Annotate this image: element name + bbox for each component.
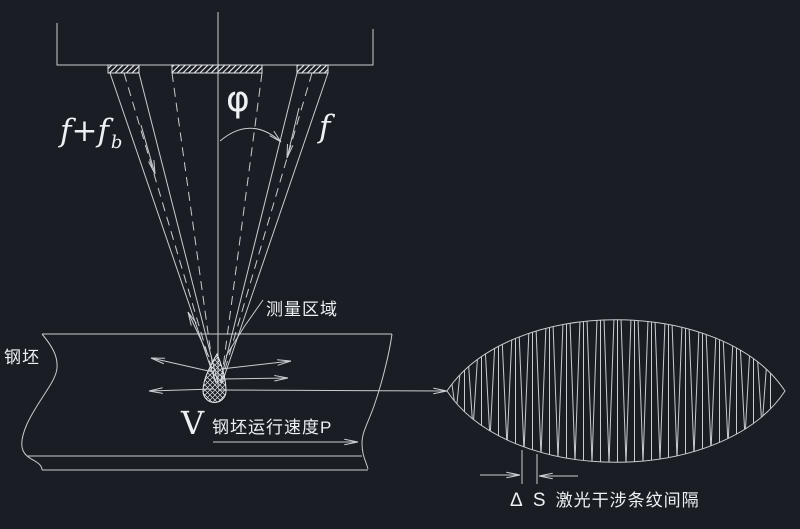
- beam-left-direction-arrow: [140, 124, 156, 175]
- fringe-v-left: [756, 351, 763, 428]
- fringe-v-right: [693, 327, 700, 456]
- dimension-arrow-right-head: [538, 472, 553, 477]
- angle-phi-label: φ: [226, 79, 250, 120]
- fringe-v-right: [727, 338, 734, 446]
- scatter-to-fringe-arrow: [217, 389, 448, 392]
- fringe-v-right: [540, 324, 547, 457]
- scatter-arrow-right-mid: [222, 377, 289, 380]
- scatter-arrow-right-upper: [220, 360, 292, 370]
- fringe-v-right: [591, 319, 598, 463]
- receiving-cone-dashed: [171, 72, 263, 384]
- fringe-v-right: [659, 321, 666, 462]
- billet-speed-arrow-head: [344, 441, 359, 446]
- beam-left-label-main: f+f: [60, 113, 109, 149]
- fringe-v-right: [625, 319, 632, 463]
- measurement-area-leader: [225, 299, 264, 357]
- billet-label: 钢坯: [4, 348, 40, 367]
- fringe-v-left: [535, 326, 542, 457]
- fringe-v-right: [608, 319, 615, 463]
- fringe-spacing-label: Δ S 激光干涉条纹间隔: [510, 491, 700, 510]
- dimension-arrow-right-head: [538, 475, 553, 480]
- scatter-to-fringe-arrow-head: [433, 390, 448, 395]
- velocity-symbol-label: V: [181, 404, 205, 442]
- fringe-v-left: [654, 319, 661, 462]
- fringe-v-right: [557, 321, 564, 460]
- fringe-lines: [450, 319, 771, 463]
- backscatter-arrow: [187, 311, 210, 358]
- billet-speed-label: 钢坯运行速度P: [212, 418, 333, 437]
- scatter-arrow-left-lower: [148, 388, 215, 392]
- fringe-v-right: [710, 332, 717, 452]
- fringe-spacing-dimension: [521, 450, 538, 484]
- fringe-v-left: [552, 323, 559, 460]
- fringe-v-right: [642, 319, 649, 463]
- beam-left-direction-arrow-head: [153, 160, 156, 175]
- angle-arc-head: [273, 130, 282, 143]
- dimension-arrow-left-head: [506, 471, 521, 476]
- scatter-arrow-left-upper: [150, 357, 214, 373]
- fringe-v-left: [501, 337, 508, 447]
- fringe-lens-outline: [446, 319, 786, 463]
- laser-window-left: [107, 64, 140, 74]
- measurement-area-label: 测量区域: [266, 300, 338, 319]
- scatter-arrow-left-upper-head: [150, 357, 164, 365]
- backscatter-arrow-head: [187, 311, 192, 326]
- billet-outline: [21, 333, 393, 471]
- beam-left-label-subscript: b: [110, 132, 123, 153]
- scatter-arrow-right-mid-head: [274, 374, 289, 379]
- measurement-volume: [202, 352, 227, 403]
- arrows-layer: [140, 107, 578, 480]
- fringe-v-left: [586, 319, 593, 463]
- fringe-v-left: [620, 319, 627, 463]
- fringe-v-left: [603, 319, 610, 463]
- dimension-arrow-left-head: [506, 474, 521, 479]
- fringe-v-left: [739, 341, 746, 438]
- laser-window-right: [296, 64, 329, 74]
- backscatter-arrow-head: [187, 311, 197, 324]
- billet-speed-arrow-head: [344, 438, 359, 443]
- fringe-v-left: [518, 331, 525, 453]
- laser-probe-housing: [56, 23, 374, 74]
- fringe-v-right: [744, 346, 751, 438]
- fringe-v-left: [722, 334, 729, 446]
- beam-right-label: f: [319, 109, 331, 145]
- laser-window-center: [171, 64, 263, 74]
- beam-right-direction-arrow: [286, 107, 300, 159]
- fringe-v-left: [705, 329, 712, 452]
- fringe-spacing-text: 激光干涉条纹间隔: [555, 491, 700, 510]
- fringe-v-left: [688, 325, 695, 456]
- fringe-v-right: [676, 323, 683, 460]
- fringe-v-right: [472, 349, 479, 430]
- fringe-v-right: [523, 328, 530, 453]
- beam-left-direction-arrow-head: [148, 161, 156, 175]
- fringe-v-left: [484, 345, 491, 440]
- fringe-v-left: [637, 319, 644, 463]
- scatter-arrow-left-lower-head: [148, 387, 163, 392]
- scatter-arrow-right-upper-head: [277, 360, 292, 366]
- scatter-arrow-left-lower-head: [148, 390, 163, 394]
- fringe-v-right: [761, 358, 768, 428]
- fringe-v-right: [574, 319, 581, 462]
- fringe-v-right: [506, 333, 513, 447]
- scatter-arrow-right-mid-head: [274, 377, 289, 382]
- beam-right-direction-arrow-head: [286, 145, 294, 159]
- fringe-v-left: [467, 356, 474, 430]
- angle-arc-head: [269, 135, 282, 143]
- scatter-arrow-right-upper-head: [277, 359, 292, 362]
- angle-arc: [219, 127, 282, 143]
- beam-left: [109, 72, 219, 384]
- beam-right: [219, 72, 329, 384]
- fringe-spacing-symbol: Δ S: [510, 490, 549, 511]
- fringe-v-left: [569, 320, 576, 462]
- fringe-v-right: [489, 340, 496, 440]
- fringe-v-left: [671, 322, 678, 460]
- scatter-to-fringe-arrow-head: [433, 387, 448, 392]
